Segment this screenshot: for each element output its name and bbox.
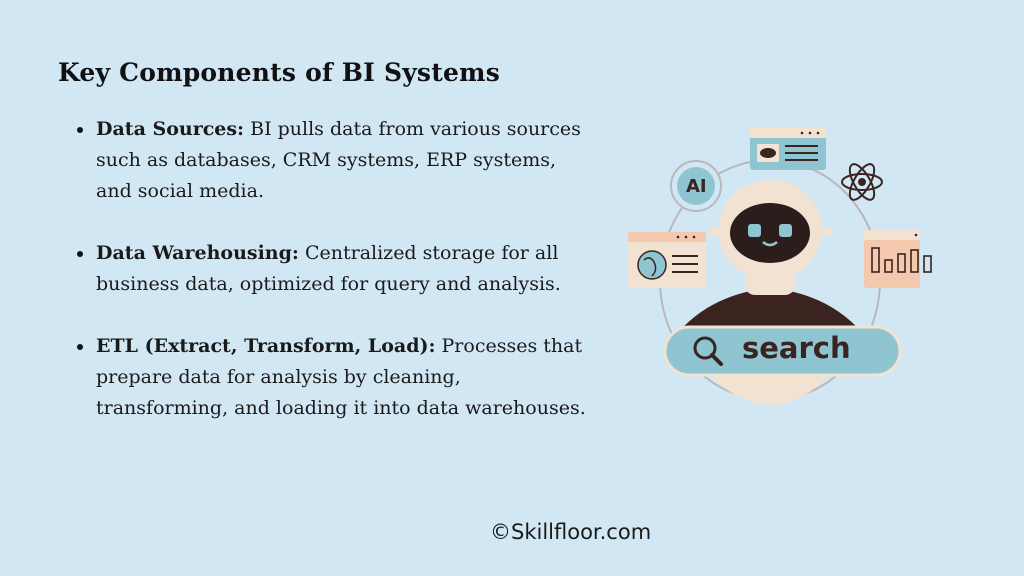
ai-badge-label: AI xyxy=(686,176,707,197)
atom-icon xyxy=(841,163,883,201)
bullet-text: BI pulls data from various sources such … xyxy=(96,118,581,202)
robot-face xyxy=(730,203,810,263)
bar-chart-bars xyxy=(871,247,932,273)
bar-chart-window-icon xyxy=(864,230,920,288)
bullet-list: Data Sources: BI pulls data from various… xyxy=(72,114,592,455)
globe-window-icon xyxy=(628,232,706,288)
bullet-text: Centralized storage for all business dat… xyxy=(96,242,561,295)
bullet-term: Data Sources: xyxy=(96,118,245,140)
bullet-text: Processes that prepare data for analysis… xyxy=(96,335,586,419)
robot-eye-left xyxy=(748,224,761,237)
robot-smile xyxy=(762,241,778,247)
bullet-term: Data Warehousing: xyxy=(96,242,299,264)
bullet-term: ETL (Extract, Transform, Load): xyxy=(96,335,436,357)
page-title: Key Components of BI Systems xyxy=(58,58,500,87)
search-icon xyxy=(693,336,723,366)
bullet-item-etl: ETL (Extract, Transform, Load): Processe… xyxy=(72,331,592,424)
search-bar-label: search xyxy=(742,331,851,365)
bullet-item-data-warehousing: Data Warehousing: Centralized storage fo… xyxy=(72,238,592,300)
footer-copyright: ©Skillfloor.com xyxy=(490,520,652,544)
robot-eye-right xyxy=(779,224,792,237)
robot-illustration xyxy=(628,128,920,405)
search-bar xyxy=(663,325,902,377)
eye-window-icon xyxy=(750,128,826,170)
bullet-item-data-sources: Data Sources: BI pulls data from various… xyxy=(72,114,592,207)
